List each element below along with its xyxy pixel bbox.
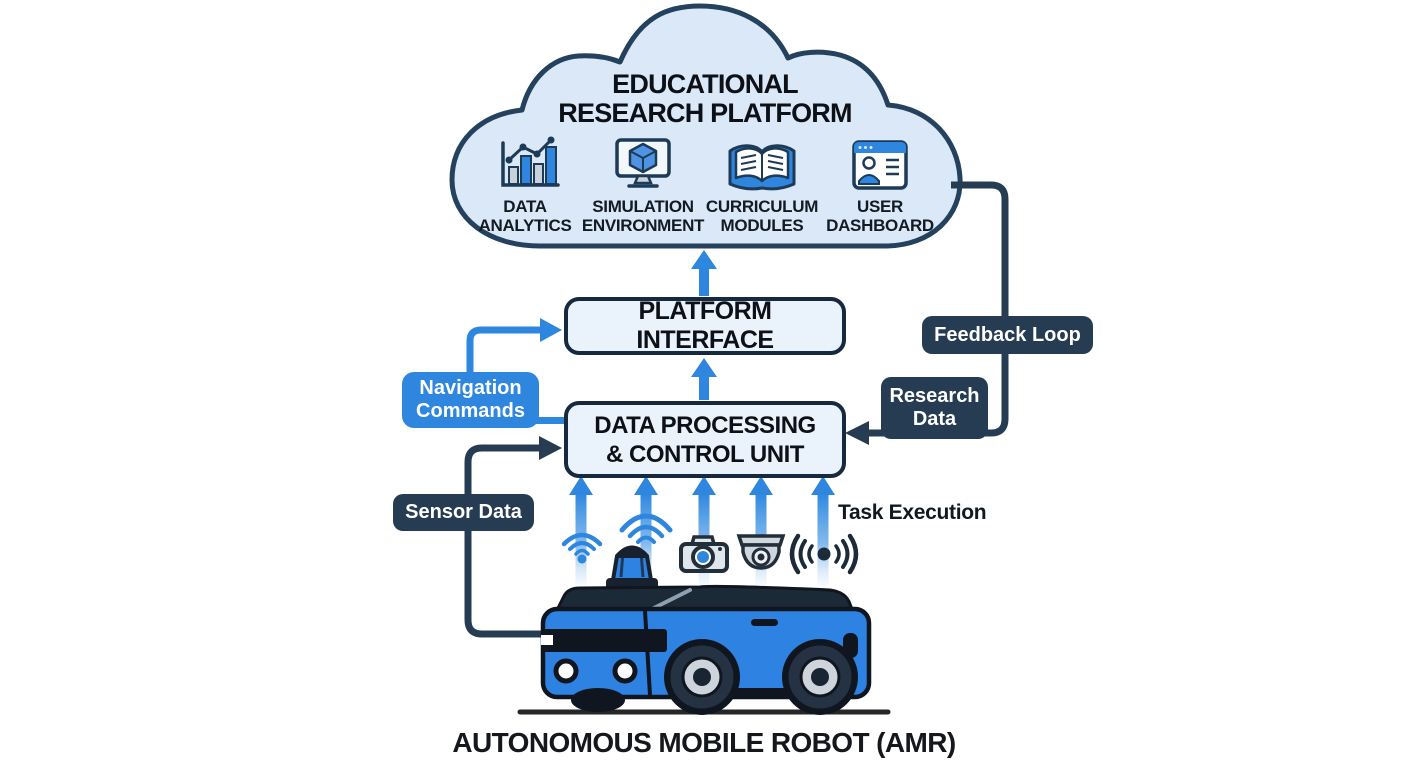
cloud-shape	[449, 3, 963, 249]
amr-robot-illustration	[540, 545, 872, 715]
bar-chart-analytics-icon	[501, 136, 560, 187]
module-label-simulation-environment: SIMULATION ENVIRONMENT	[581, 197, 705, 235]
feedback-loop-connector	[845, 181, 1009, 445]
module-label-curriculum-modules: CURRICULUM MODULES	[705, 197, 819, 235]
wheel-front	[664, 639, 740, 715]
camera-icon	[679, 535, 729, 573]
navigation-commands-label: Navigation Commands	[402, 372, 539, 428]
platform-interface-node: PLATFORM INTERFACE	[564, 297, 846, 355]
feedback-loop-label: Feedback Loop	[922, 316, 1093, 354]
cloud-platform-title: EDUCATIONAL RESEARCH PLATFORM	[480, 70, 930, 128]
open-book-icon	[728, 144, 796, 191]
dpu-to-interface-arrow	[691, 358, 717, 400]
wifi-large-icon	[619, 513, 673, 544]
sensor-data-connector	[464, 436, 562, 638]
wheel-rear	[782, 639, 858, 715]
feedback-arrowhead-icon	[845, 421, 869, 445]
module-label-data-analytics: DATA ANALYTICS	[478, 197, 572, 235]
wifi-small-icon	[561, 532, 603, 564]
data-processing-control-unit-node: DATA PROCESSING & CONTROL UNIT	[564, 401, 846, 478]
navigation-arrowhead-icon	[540, 318, 562, 342]
cloud-title-line2: RESEARCH PLATFORM	[558, 98, 852, 128]
research-data-label: Research Data	[881, 377, 988, 439]
sensor-data-label: Sensor Data	[393, 494, 534, 531]
sensor-arrowhead-icon	[539, 436, 562, 460]
user-dashboard-window-icon	[852, 140, 908, 190]
navigation-commands-connector	[466, 318, 567, 424]
cloud-title-line1: EDUCATIONAL	[612, 69, 798, 99]
radio-waves-icon	[789, 533, 859, 575]
robot-caption: AUTONOMOUS MOBILE ROBOT (AMR)	[452, 727, 956, 758]
interface-to-cloud-arrow	[691, 250, 717, 296]
module-label-user-dashboard: USER DASHBOARD	[826, 197, 934, 235]
dome-camera-icon	[736, 534, 786, 570]
task-execution-label: Task Execution	[838, 501, 987, 524]
monitor-3d-cube-icon	[615, 138, 671, 188]
